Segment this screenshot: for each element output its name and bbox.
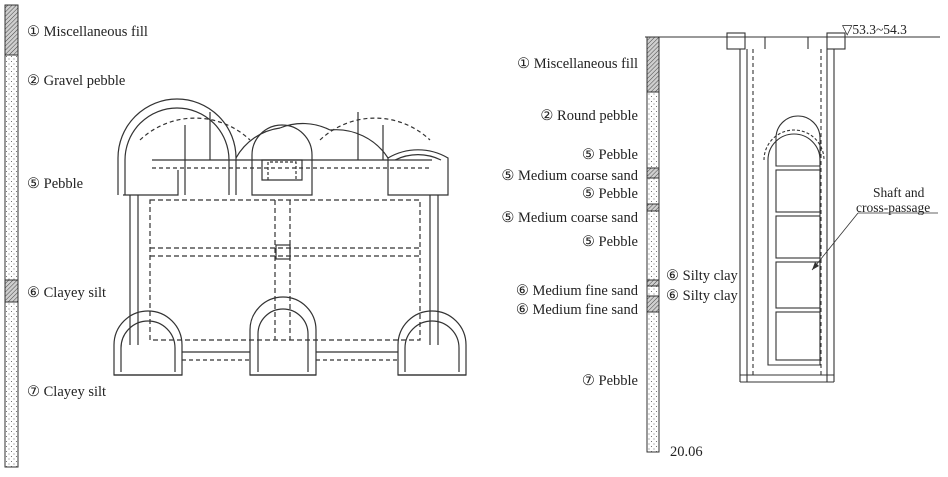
right-layer-label: ⑤ Pebble [582,234,638,250]
right-layer-label: ① Miscellaneous fill [517,56,638,72]
left-borehole-column [4,4,19,468]
right-layer-label: ⑤ Medium coarse sand [501,168,638,184]
shaft-plan-view [113,98,467,376]
right-layer-label: ⑤ Pebble [582,186,638,202]
arrow-icon [812,262,819,270]
annotation-line2: cross-passage [856,200,930,215]
annotation-line1: Shaft and [873,185,925,200]
right-layer-label: ⑤ Medium coarse sand [501,210,638,226]
left-layer-label: ⑤ Pebble [27,176,83,192]
right-layer-labels: ① Miscellaneous fill ② Round pebble ⑤ Pe… [501,56,638,389]
right-layer-label: ⑦ Pebble [582,373,638,389]
left-layer-label: ② Gravel pebble [27,73,125,89]
shaft-annotation: Shaft and cross-passage [811,185,938,271]
leader-line [811,212,859,271]
elevation-label: ▽53.3~54.3 [842,22,907,37]
silty-clay-label: ⑥ Silty clay [666,288,739,304]
left-layer-label: ⑦ Clayey silt [27,384,106,400]
left-layer-label: ⑥ Clayey silt [27,285,106,301]
left-layer-labels: ① Miscellaneous fill ② Gravel pebble ⑤ P… [27,24,148,400]
left-layer-label: ① Miscellaneous fill [27,24,148,40]
shaft-section-view [726,32,846,383]
right-layer-label: ⑥ Medium fine sand [516,302,639,318]
right-borehole-column [646,36,660,453]
right-layer-label: ⑤ Pebble [582,147,638,163]
right-layer-label: ⑥ Medium fine sand [516,283,639,299]
silty-clay-label: ⑥ Silty clay [666,268,739,284]
bottom-depth-label: 20.06 [670,444,703,460]
right-layer-label: ② Round pebble [540,108,638,124]
